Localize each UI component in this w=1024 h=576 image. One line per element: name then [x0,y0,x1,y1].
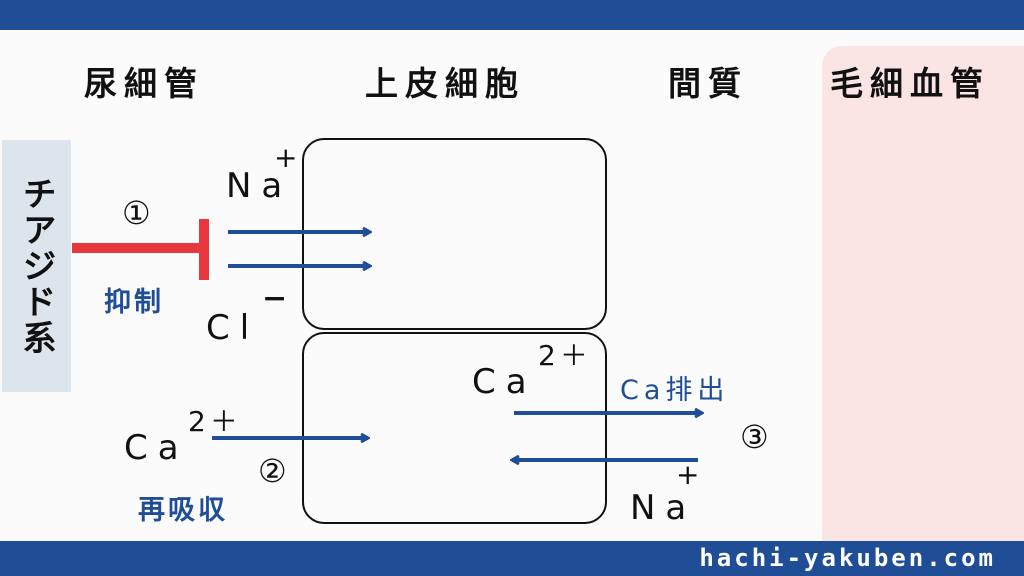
ion-cl-charge: − [262,281,288,316]
label-reabsorption: 再吸収 [138,495,228,526]
label-ca-excretion: Ca排出 [620,375,730,406]
ion-na-bottom-symbol: Na [630,488,697,528]
epithelial-cell-bottom [302,332,607,524]
marker-two: ② [258,452,287,490]
ion-ca-right-symbol: Ca [472,362,537,402]
header-capillary: 毛細血管 [830,64,990,103]
ion-ca-left-symbol: Ca [124,428,189,468]
marker-three: ③ [740,418,769,456]
marker-one: ① [122,194,151,232]
drug-label: チアジド系 [16,176,56,356]
ion-na-charge: + [274,141,298,174]
label-inhibition: 抑制 [104,287,164,318]
footer-url: hachi-yakuben.com [699,544,996,572]
ion-ca-left-charge: 2＋ [188,405,242,438]
ion-cl-symbol: Cl [206,308,260,348]
capillary-zone [822,46,1024,541]
header-tubule: 尿細管 [84,64,204,103]
ion-ca-right-charge: 2＋ [538,339,592,372]
ion-na-bottom-charge: + [676,458,700,491]
ion-na-symbol: Na [226,166,293,206]
header-epithelial-cell: 上皮細胞 [365,64,525,103]
bottom-banner [0,541,1024,576]
header-interstitium: 間質 [668,64,748,103]
top-banner [0,0,1024,30]
drug-box [2,140,71,392]
